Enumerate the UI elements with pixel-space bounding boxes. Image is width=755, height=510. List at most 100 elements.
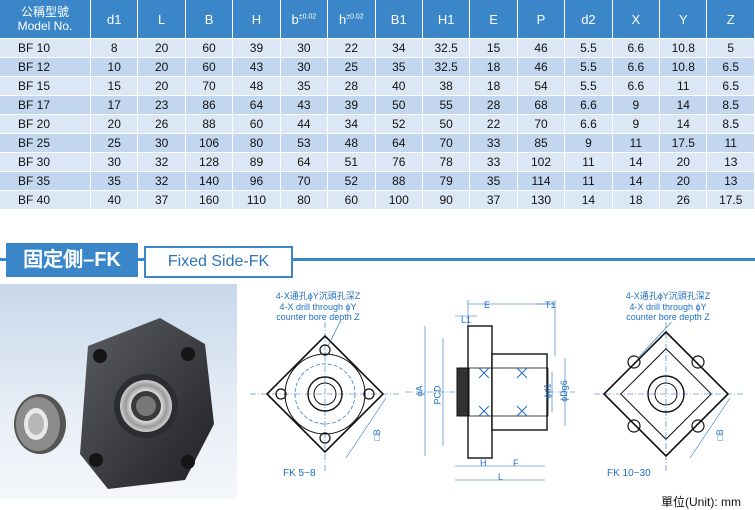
value-cell: 10: [90, 57, 139, 77]
value-cell: 15: [469, 38, 518, 58]
header-x: X: [612, 0, 661, 39]
value-cell: 48: [327, 133, 376, 153]
value-cell: 64: [232, 95, 281, 115]
value-cell: 13: [706, 152, 755, 172]
value-cell: 8.5: [706, 114, 755, 134]
header-label: X: [631, 11, 641, 27]
value-cell: 43: [280, 95, 329, 115]
right-drawing: [594, 322, 744, 472]
value-cell: 6.5: [706, 57, 755, 77]
right-dim-b: □B: [715, 429, 725, 441]
product-photo: [0, 284, 237, 499]
value-cell: 102: [517, 152, 566, 172]
value-cell: 80: [232, 133, 281, 153]
header-label: d1: [106, 11, 122, 27]
value-cell: 100: [375, 190, 423, 210]
model-cell: BF 15: [0, 76, 91, 96]
value-cell: 70: [422, 133, 471, 153]
product-illustration: [14, 318, 214, 489]
model-cell: BF 10: [0, 38, 91, 58]
value-cell: 20: [659, 152, 708, 172]
header-label: Y: [678, 11, 688, 27]
header-label: B: [204, 11, 214, 27]
right-note-en2: counter bore depth Z: [626, 312, 710, 322]
value-cell: 89: [232, 152, 281, 172]
value-cell: 32.5: [422, 57, 471, 77]
value-cell: 14: [612, 152, 661, 172]
header-label: h: [338, 11, 347, 27]
value-cell: 52: [375, 114, 423, 134]
value-cell: 70: [185, 76, 234, 96]
value-cell: 23: [137, 95, 186, 115]
value-cell: 25: [327, 57, 376, 77]
value-cell: 35: [280, 76, 329, 96]
dim-d1: ϕd1: [542, 383, 553, 399]
header-label: H1: [437, 11, 455, 27]
value-cell: 18: [469, 57, 518, 77]
value-cell: 35: [469, 171, 518, 191]
header-l: L: [137, 0, 186, 39]
value-cell: 14: [612, 171, 661, 191]
model-cell: BF 20: [0, 114, 91, 134]
header-tolerance: ±0.02: [346, 13, 364, 21]
dim-PCD: PCD: [432, 385, 443, 405]
value-cell: 33: [469, 133, 518, 153]
value-cell: 26: [659, 190, 708, 210]
value-cell: 8.5: [706, 95, 755, 115]
value-cell: 68: [517, 95, 566, 115]
value-cell: 25: [90, 133, 139, 153]
value-cell: 80: [280, 190, 329, 210]
value-cell: 40: [90, 190, 139, 210]
header-label: Z: [726, 11, 735, 27]
model-cell: BF 17: [0, 95, 91, 115]
value-cell: 15: [90, 76, 139, 96]
value-cell: 11: [706, 133, 755, 153]
value-cell: 106: [185, 133, 234, 153]
middle-section-drawing: [405, 300, 575, 481]
header-label: L: [158, 11, 166, 27]
value-cell: 30: [90, 152, 139, 172]
value-cell: 9: [612, 114, 661, 134]
value-cell: 70: [280, 171, 329, 191]
value-cell: 60: [232, 114, 281, 134]
value-cell: 5.5: [564, 76, 613, 96]
value-cell: 32: [137, 171, 186, 191]
header-h1: H1: [422, 0, 471, 39]
value-cell: 20: [659, 171, 708, 191]
value-cell: 79: [422, 171, 471, 191]
value-cell: 60: [185, 38, 234, 58]
header-h: h±0.02: [327, 0, 376, 39]
header-d2: d2: [564, 0, 613, 39]
dim-T1: T1: [545, 300, 556, 310]
header-label: b: [291, 11, 299, 27]
section-title-en: Fixed Side-FK: [144, 246, 293, 278]
value-cell: 10.8: [659, 57, 708, 77]
header-h: H: [232, 0, 281, 39]
value-cell: 88: [185, 114, 234, 134]
right-note-cn: 4-X通孔ϕY沉頭孔深Z: [625, 291, 711, 301]
value-cell: 17.5: [659, 133, 708, 153]
dim-Dg6: ϕDg6: [558, 380, 569, 402]
value-cell: 55: [422, 95, 471, 115]
value-cell: 5.5: [564, 38, 613, 58]
value-cell: 128: [185, 152, 234, 172]
value-cell: 22: [469, 114, 518, 134]
header-e: E: [469, 0, 518, 39]
fixed-side-housing: [80, 318, 214, 489]
left-note-en2: counter bore depth Z: [276, 312, 360, 322]
value-cell: 11: [612, 133, 661, 153]
header-b: b±0.02: [280, 0, 329, 39]
header-tolerance: ±0.02: [298, 13, 317, 21]
header-p: P: [517, 0, 566, 39]
